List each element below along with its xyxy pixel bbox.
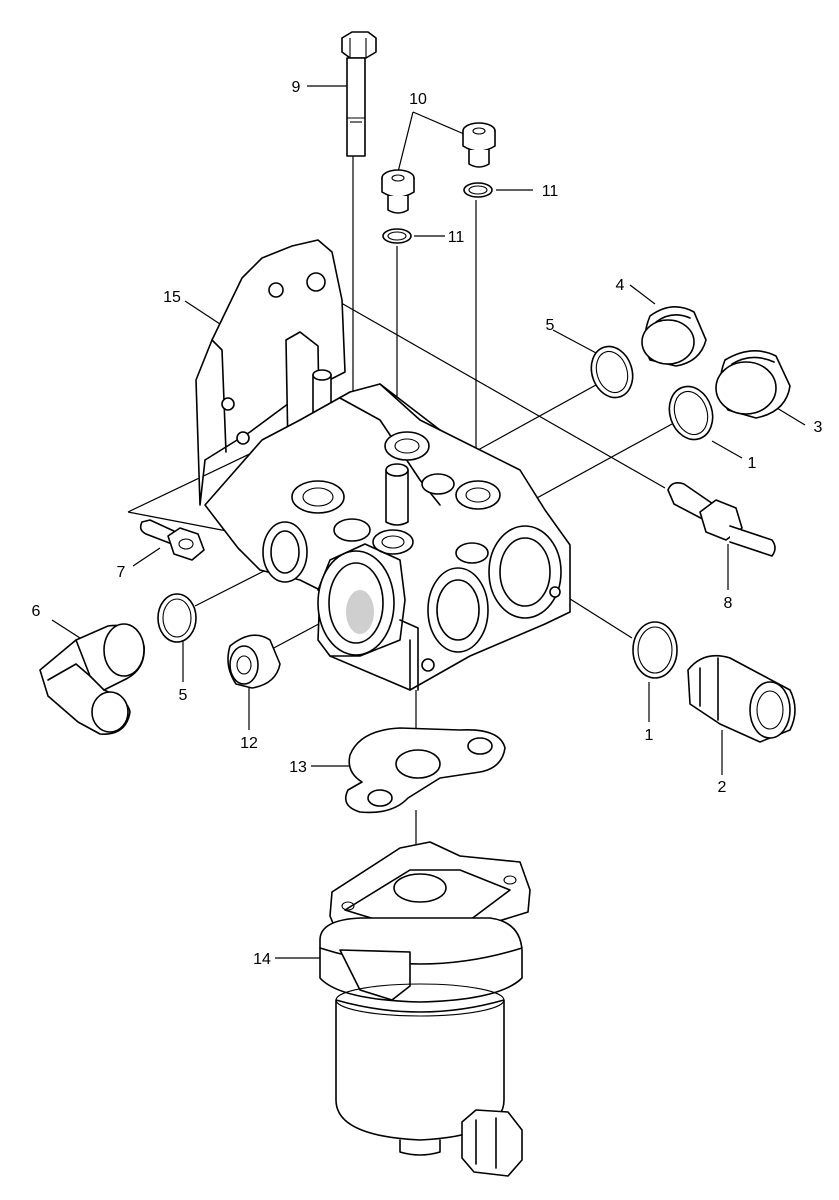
callout-5: 5 — [546, 317, 555, 334]
valve-body-part-15 — [195, 239, 571, 691]
callout-2: 2 — [718, 779, 727, 796]
callout-10: 10 — [409, 91, 427, 108]
callout-1: 1 — [748, 455, 757, 472]
fitting-part-2 — [687, 654, 796, 743]
o-ring-part-11 — [382, 182, 493, 244]
o-ring-part-5-upper — [590, 345, 634, 399]
callout-9: 9 — [292, 79, 301, 96]
o-ring-part-1-upper — [668, 385, 714, 441]
filter-unit-part-14 — [319, 841, 531, 1177]
plug-part-10-right — [462, 122, 496, 168]
callout-6: 6 — [32, 603, 41, 620]
plug-part-3 — [715, 350, 791, 419]
callout-12: 12 — [240, 735, 258, 752]
callout-labels: 9 10 11 11 15 4 5 3 1 8 7 6 5 12 1 2 13 … — [32, 79, 823, 968]
elbow-fitting-part-6 — [39, 623, 145, 735]
callout-8: 8 — [724, 595, 733, 612]
callout-11: 11 — [542, 183, 559, 200]
callout-1: 1 — [645, 727, 654, 744]
callout-5: 5 — [179, 687, 188, 704]
o-ring-part-5-lower — [157, 593, 197, 643]
o-ring-part-1-lower — [632, 621, 678, 679]
callout-14: 14 — [253, 951, 271, 968]
callout-11: 11 — [448, 229, 465, 246]
callout-7: 7 — [117, 564, 126, 581]
plug-part-12 — [227, 634, 281, 689]
bolt-part-7 — [139, 519, 205, 561]
callout-13: 13 — [289, 759, 307, 776]
plug-part-4 — [641, 306, 707, 367]
plug-part-10-left — [381, 169, 415, 214]
callout-15: 15 — [163, 289, 181, 306]
bolt-part-9 — [341, 31, 377, 157]
sensor-part-8 — [667, 482, 776, 557]
gasket-part-13 — [344, 727, 506, 814]
callout-3: 3 — [814, 419, 823, 436]
callout-4: 4 — [616, 277, 625, 294]
